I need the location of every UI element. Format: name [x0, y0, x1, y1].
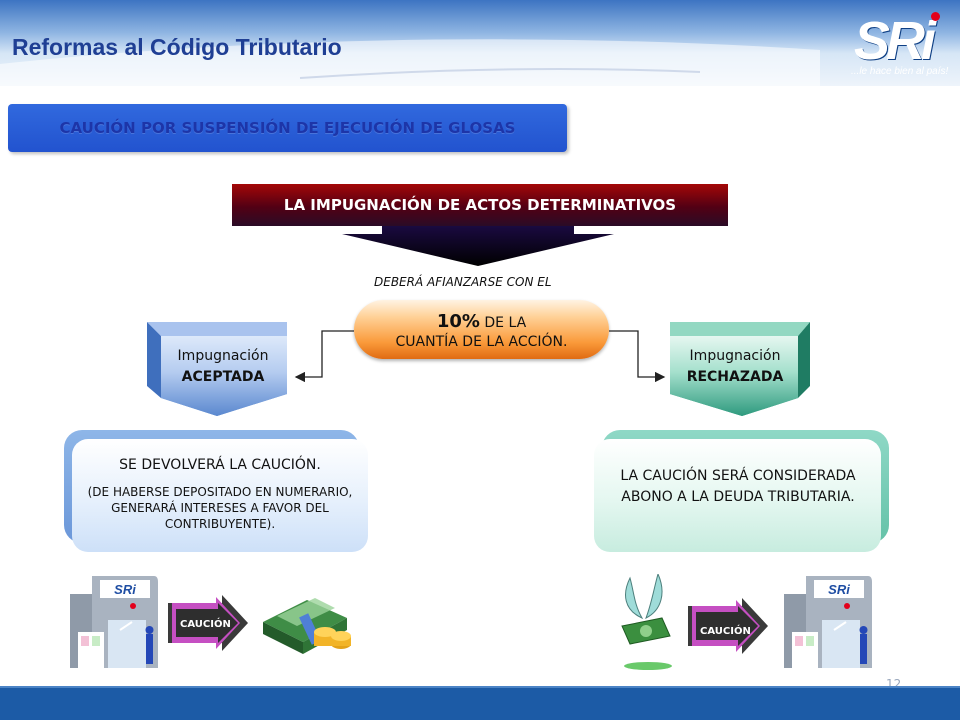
caucion-label-right: CAUCIÓN: [700, 626, 751, 637]
aceptada-box-title: SE DEVOLVERÁ LA CAUCIÓN.: [119, 457, 321, 473]
logo-dot-icon: [931, 12, 940, 21]
footer-bar: [0, 688, 960, 720]
section-banner: [8, 104, 567, 152]
header-swoosh: [0, 39, 820, 86]
aceptada-line-1: Impugnación: [177, 348, 269, 364]
rechazada-box-body: LA CAUCIÓN SERÁ CONSIDERADA ABONO A LA D…: [620, 468, 856, 505]
rechazada-box: [594, 439, 881, 552]
top-box: [232, 184, 728, 226]
sri-building-icon: SRi: [70, 576, 158, 668]
page-title: Reformas al Código Tributario: [12, 34, 342, 60]
building-sign-right: SRi: [828, 582, 850, 597]
logo-tagline: ...le hace bien al país!: [851, 66, 949, 77]
pill-line1-rest: DE LA: [484, 315, 527, 331]
rechazada-chevron: [670, 322, 810, 416]
sri-building-icon: SRi: [784, 576, 872, 668]
building-sign-left: SRi: [114, 582, 136, 597]
pill-percent: 10%: [436, 311, 480, 332]
flying-money-icon: [621, 574, 672, 670]
down-arrow-icon: [342, 226, 614, 266]
pill-line-2: CUANTÍA DE LA ACCIÓN.: [395, 334, 568, 350]
branch-connectors: [294, 330, 666, 383]
money-stack-icon: [263, 598, 351, 654]
aceptada-chevron: [147, 322, 287, 416]
caucion-arrow-right: [688, 598, 768, 654]
footer-strip: [0, 686, 960, 688]
aceptada-line-2: ACEPTADA: [181, 369, 265, 385]
rechazada-line-2: RECHAZADA: [686, 369, 784, 385]
caucion-arrow-left: [168, 595, 248, 651]
debera-afianzarse-text: DEBERÁ AFIANZARSE CON EL: [374, 275, 552, 289]
rechazada-line-1: Impugnación: [689, 348, 781, 364]
aceptada-box: [72, 439, 368, 552]
top-box-text: LA IMPUGNACIÓN DE ACTOS DETERMINATIVOS: [283, 196, 677, 214]
caucion-label-left: CAUCIÓN: [180, 619, 231, 630]
section-banner-text: CAUCIÓN POR SUSPENSIÓN DE EJECUCIÓN DE G…: [59, 119, 516, 137]
aceptada-box-body: (DE HABERSE DEPOSITADO EN NUMERARIO, GEN…: [87, 485, 353, 531]
pill-line-1: 10% DE LA: [354, 311, 609, 332]
sri-logo: SRi: [854, 11, 936, 71]
percent-pill: [354, 300, 609, 359]
